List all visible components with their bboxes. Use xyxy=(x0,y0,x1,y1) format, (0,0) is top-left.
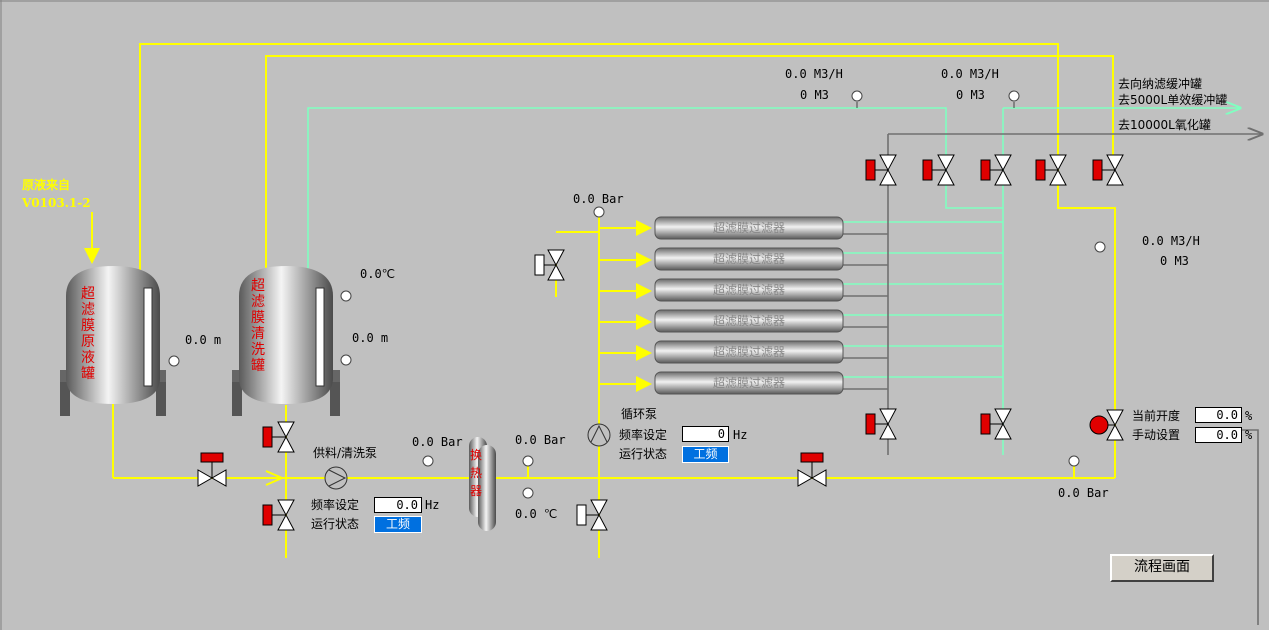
outlet-label-buffer: 去5000L单效缓冲罐 xyxy=(1118,93,1228,107)
return-pressure: 0.0 Bar xyxy=(1058,486,1109,500)
wash-tank xyxy=(232,266,340,416)
pressure-before-hx: 0.0 Bar xyxy=(412,435,463,449)
filter-label-4: 超滤膜过滤器 xyxy=(712,314,785,328)
pressure-after-hx: 0.0 Bar xyxy=(515,433,566,447)
process-screen-button[interactable]: 流程画面 xyxy=(1110,554,1214,582)
feed-pump-freq-label: 频率设定 xyxy=(311,498,360,512)
filter-label-3: 超滤膜过滤器 xyxy=(712,283,785,297)
flow2-rate: 0.0 M3/H xyxy=(941,67,999,81)
filter-inlet-pressure: 0.0 Bar xyxy=(573,192,624,206)
valve-manual-unit: % xyxy=(1245,428,1253,442)
valve-v2 xyxy=(922,154,955,186)
raw-tank-level: 0.0 m xyxy=(185,333,222,347)
circulation-pump xyxy=(587,423,611,447)
valve-v10 xyxy=(534,249,565,281)
valve-manual-label: 手动设置 xyxy=(1132,428,1181,442)
valve-v11 xyxy=(576,499,608,531)
circ-pump-name: 循环泵 xyxy=(621,407,658,421)
raw-liquid-tank xyxy=(60,266,166,416)
valve-v5 xyxy=(1092,154,1124,186)
wash-tank-temp: 0.0℃ xyxy=(360,267,396,281)
feed-pump-name: 供料/清洗泵 xyxy=(313,446,378,460)
valves xyxy=(197,154,1124,531)
circ-pump-state-label: 运行状态 xyxy=(619,447,668,461)
valve-v8 xyxy=(262,421,295,453)
circ-pump-state-badge[interactable]: 工频 xyxy=(682,446,729,463)
valve-open-unit: % xyxy=(1245,409,1253,423)
outlet-label-oxidation: 去10000L氧化罐 xyxy=(1118,118,1211,132)
instrument-points xyxy=(168,90,1106,499)
valve-v6 xyxy=(865,408,897,440)
circ-pump-freq-unit: Hz xyxy=(733,428,748,442)
outlet-label-nanofiltration: 去向纳滤缓冲罐 xyxy=(1118,77,1203,91)
valve-v4 xyxy=(1035,154,1067,186)
filter-label-6: 超滤膜过滤器 xyxy=(712,376,785,390)
wash-tank-level: 0.0 m xyxy=(352,331,389,345)
valve-v1 xyxy=(865,154,897,186)
flow3-rate: 0.0 M3/H xyxy=(1142,234,1200,248)
uf-filters xyxy=(654,216,844,395)
feed-pump-state-label: 运行状态 xyxy=(311,517,360,531)
circ-pump-freq-input[interactable]: 0 xyxy=(682,426,729,442)
valve-v3 xyxy=(980,154,1012,186)
circ-pump-freq-label: 频率设定 xyxy=(619,428,668,442)
valve-open-value: 0.0 xyxy=(1195,407,1242,423)
flow2-total: 0 M3 xyxy=(956,88,985,102)
flow1-rate: 0.0 M3/H xyxy=(785,67,843,81)
raw-tank-label: 超滤膜原液罐 xyxy=(81,286,95,382)
feed-pump-state-badge[interactable]: 工频 xyxy=(374,516,422,533)
concentrate-lines xyxy=(843,134,1262,625)
filter-inlet-arrows xyxy=(84,212,652,486)
permeate-lines xyxy=(307,108,1240,455)
control-valve xyxy=(1089,409,1124,441)
valve-v7 xyxy=(980,408,1012,440)
filter-label-5: 超滤膜过滤器 xyxy=(712,345,785,359)
heat-exchanger xyxy=(469,437,496,531)
valve-v13 xyxy=(797,452,827,487)
valve-manual-input[interactable]: 0.0 xyxy=(1195,427,1242,443)
wash-tank-label: 超滤膜清洗罐 xyxy=(251,278,265,374)
flow3-total: 0 M3 xyxy=(1160,254,1189,268)
filter-label-1: 超滤膜过滤器 xyxy=(712,221,785,235)
valve-v12 xyxy=(197,452,227,487)
flow1-total: 0 M3 xyxy=(800,88,829,102)
valve-open-label: 当前开度 xyxy=(1132,409,1181,423)
filter-label-2: 超滤膜过滤器 xyxy=(712,252,785,266)
feed-pump-freq-input[interactable]: 0.0 xyxy=(374,497,422,513)
heat-exchanger-label: 换热器 xyxy=(469,448,482,498)
inlet-source-tag: V0103.1-2 xyxy=(22,196,91,210)
temp-after-hx: 0.0 ℃ xyxy=(515,507,558,521)
inlet-source-label: 原液来自 xyxy=(22,178,71,192)
feed-pump xyxy=(324,466,348,490)
filter-labels: 超滤膜过滤器 超滤膜过滤器 超滤膜过滤器 超滤膜过滤器 超滤膜过滤器 超滤膜过滤… xyxy=(655,221,843,401)
valve-v9 xyxy=(262,499,295,531)
feed-pump-freq-unit: Hz xyxy=(425,498,440,512)
